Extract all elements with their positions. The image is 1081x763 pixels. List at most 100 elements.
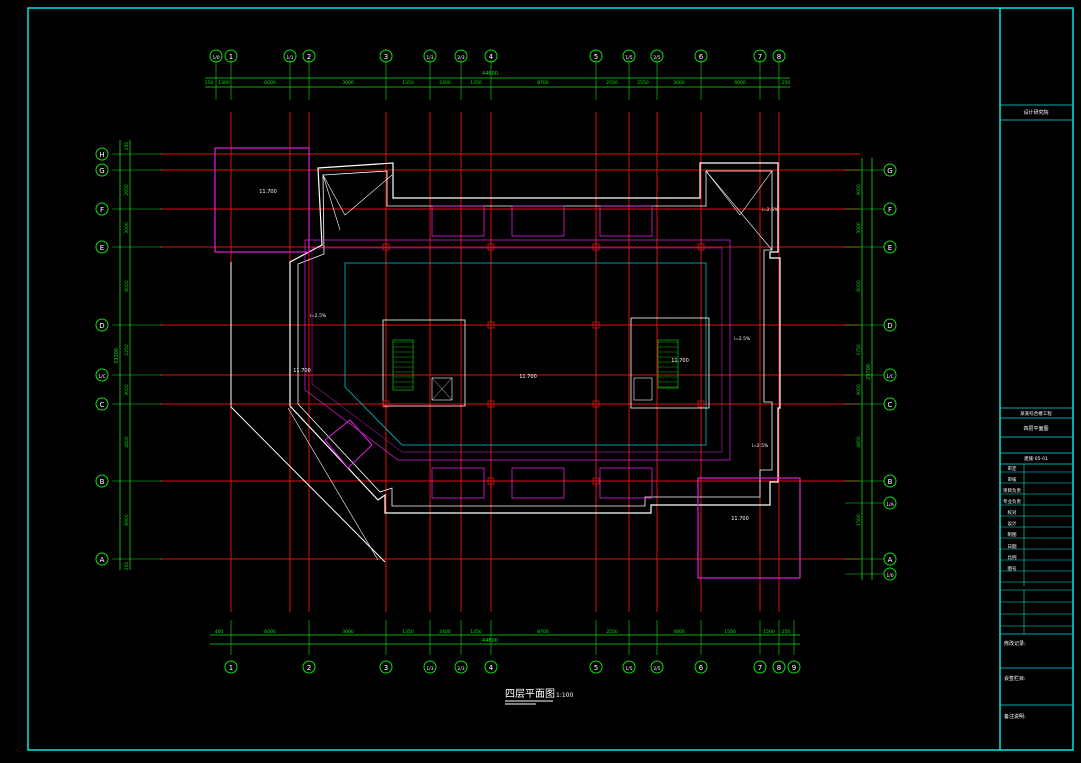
bubble-top-9-label: 1/5 xyxy=(625,55,632,61)
bubble-left-8-circle xyxy=(95,552,109,566)
bubble-top-6-label: 2/3 xyxy=(457,55,464,61)
bubble-top-3-label: 2 xyxy=(307,53,311,61)
bubble-left-6-circle xyxy=(95,397,109,411)
bubble-bottom-0-circle xyxy=(224,660,238,674)
bubble-right-0-circle xyxy=(883,163,897,177)
bubble-top-0-circle xyxy=(209,49,223,63)
hip-nw2 xyxy=(322,174,341,231)
dim-bottom-seg-2: 3000 xyxy=(342,629,354,635)
bubble-left-3-label: E xyxy=(100,244,104,252)
bubble-bottom-9-label: 6 xyxy=(699,664,704,672)
bubble-bottom-10-circle xyxy=(753,660,767,674)
bubble-right-4-circle xyxy=(883,368,897,382)
elevator-left xyxy=(431,377,453,401)
bubble-bottom-6-circle xyxy=(589,660,603,674)
bubble-bottom-4-circle xyxy=(454,660,468,674)
dim-left-seg-1: 2950 xyxy=(124,184,130,196)
hip-nw xyxy=(322,174,393,216)
dim-top-seg-2: 6000 xyxy=(264,80,276,86)
tb-field-6: 制图 xyxy=(1008,531,1017,538)
bubble-left-8-label: A xyxy=(100,556,105,564)
bubble-right-6-circle xyxy=(883,474,897,488)
corridor-outline xyxy=(304,239,731,461)
dim-right-seg-4: 3000 xyxy=(856,384,862,396)
stair-core-right xyxy=(630,317,710,409)
bubble-bottom-1-label: 2 xyxy=(307,664,311,672)
dim-top-seg-3: 3000 xyxy=(342,80,354,86)
bay-bottom-0 xyxy=(431,467,485,499)
dim-bottom-overall: 44600 xyxy=(482,638,498,644)
bubble-bottom-9-circle xyxy=(694,660,708,674)
dim-right-seg-6: 1500 xyxy=(856,514,862,526)
bubble-right-6-label: B xyxy=(888,478,893,486)
dim-top-seg-4: 1350 xyxy=(402,80,414,86)
dim-bottom-seg-7: 2550 xyxy=(606,629,618,635)
atrium-outline xyxy=(344,262,707,446)
bubble-left-6-label: C xyxy=(100,401,105,409)
bubble-right-0-label: G xyxy=(887,167,892,175)
level-label-0: 11.700 xyxy=(259,189,277,195)
bubble-top-0-label: 1/0 xyxy=(212,55,219,61)
tb-drawing-no: 建施-05-01 xyxy=(1024,455,1048,462)
column-8 xyxy=(382,400,390,408)
dim-bottom-seg-4: 2400 xyxy=(439,629,451,635)
bay-top-2 xyxy=(599,205,653,237)
dim-left-seg-2: 3000 xyxy=(124,222,130,234)
room-sw-angled xyxy=(324,419,373,469)
bay-bottom-2 xyxy=(599,467,653,499)
tb-field-3: 专业负责 xyxy=(1003,498,1021,505)
bubble-top-7-label: 4 xyxy=(489,53,494,61)
dim-bottom-seg-0: 400 xyxy=(215,629,224,635)
dim-top-seg-10: 3000 xyxy=(673,80,685,86)
bubble-bottom-6-label: 5 xyxy=(594,664,598,672)
bubble-bottom-11-circle xyxy=(772,660,786,674)
bubble-bottom-7-circle xyxy=(622,660,636,674)
tb-field-0: 审定 xyxy=(1008,465,1017,472)
dim-left-seg-3: 6000 xyxy=(124,280,130,292)
dim-right-seg-2: 6000 xyxy=(856,280,862,292)
bubble-right-9-label: 1/0 xyxy=(886,573,893,579)
bubble-right-1-label: F xyxy=(888,206,892,214)
bubble-right-9-circle xyxy=(883,567,897,581)
bubble-left-5-label: 1/C xyxy=(98,374,106,380)
bubble-top-1-circle xyxy=(224,49,238,63)
tb-field-2: 项目负责 xyxy=(1003,487,1021,494)
outer-frame xyxy=(27,7,1074,751)
column-6 xyxy=(487,400,495,408)
bubble-bottom-8-circle xyxy=(650,660,664,674)
bubble-left-2-circle xyxy=(95,202,109,216)
dim-top-seg-8: 2550 xyxy=(606,80,618,86)
tb-field-1: 审核 xyxy=(1008,476,1017,483)
bubble-top-1-label: 1 xyxy=(229,53,233,61)
tb-date-label: 日期 xyxy=(1008,544,1017,550)
hip-ne xyxy=(705,170,773,216)
bubble-left-1-circle xyxy=(95,163,109,177)
tb-sheet-label: 图号 xyxy=(1008,566,1017,572)
bubble-right-7-circle xyxy=(883,496,897,510)
bubble-left-4-label: D xyxy=(99,322,104,330)
bubble-top-12-circle xyxy=(753,49,767,63)
level-label-1: 11.700 xyxy=(519,374,537,380)
dim-left-seg-6: 4800 xyxy=(124,436,130,448)
bubble-bottom-12-label: 9 xyxy=(792,664,796,672)
bubble-top-10-circle xyxy=(650,49,664,63)
elevator-right xyxy=(633,377,653,401)
dim-top-seg-0: 250 xyxy=(205,80,214,86)
tb-drawing-name: 四层平面图 xyxy=(1023,426,1048,432)
elevator-left-x xyxy=(431,377,453,401)
bubble-right-4-label: 1/C xyxy=(886,374,894,380)
bubble-top-4-circle xyxy=(379,49,393,63)
column-3 xyxy=(697,243,705,251)
dim-top-seg-11: 6000 xyxy=(734,80,746,86)
bubble-bottom-8-label: 2/5 xyxy=(653,666,660,672)
slope-label-3: i=2.5% xyxy=(752,443,769,449)
bubble-bottom-5-label: 4 xyxy=(489,664,494,672)
bay-top-0 xyxy=(431,205,485,237)
bubble-bottom-11-label: 8 xyxy=(777,664,781,672)
level-label-2: 11.700 xyxy=(731,516,749,522)
bubble-bottom-1-circle xyxy=(302,660,316,674)
slope-label-0: i=2.5% xyxy=(310,313,327,319)
bubble-left-4-circle xyxy=(95,318,109,332)
